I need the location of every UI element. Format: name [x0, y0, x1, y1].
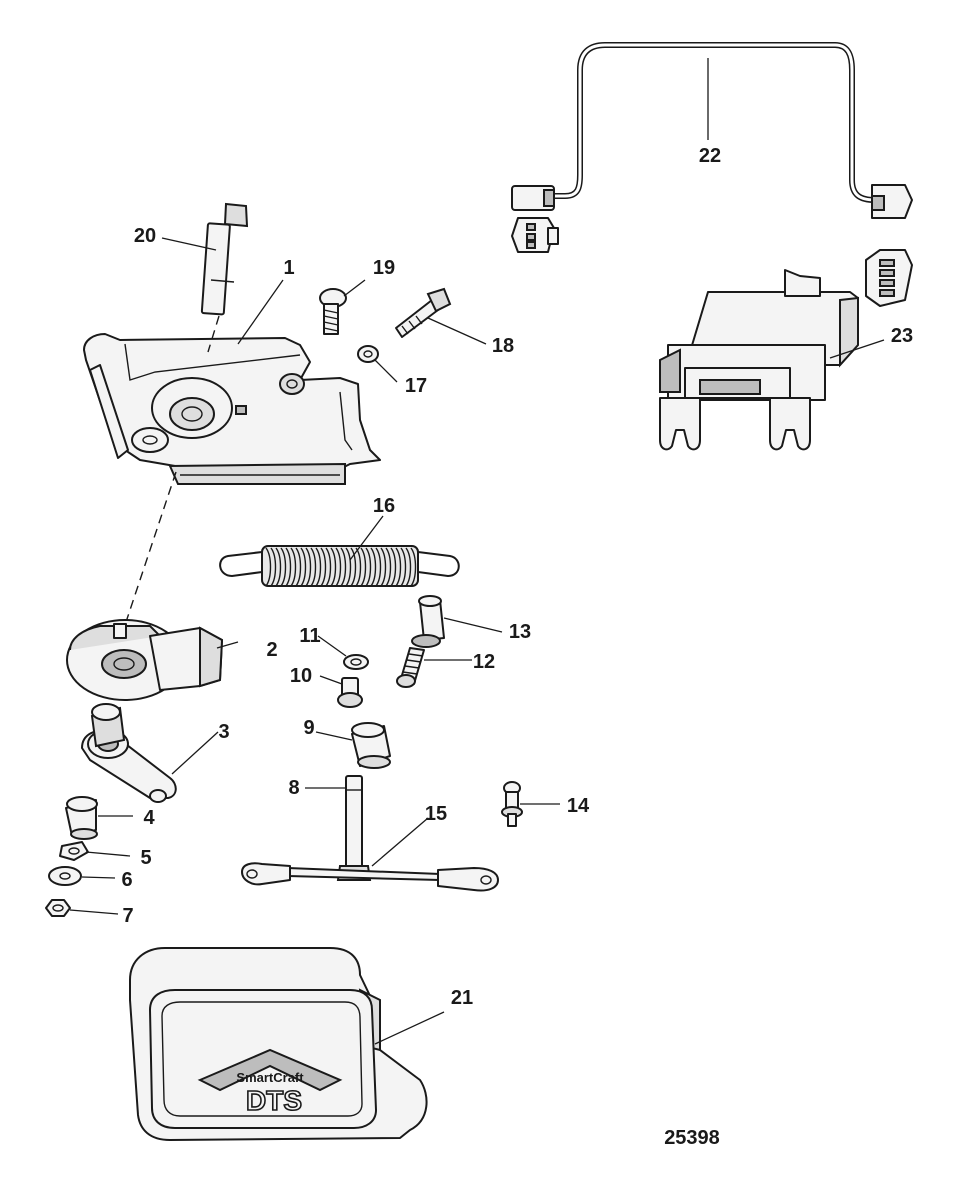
leader-lines — [69, 58, 885, 1045]
callout-17: 17 — [405, 375, 427, 397]
spring-coil — [400, 547, 407, 587]
logo-dts: DTS — [246, 1085, 302, 1116]
callout-22: 22 — [699, 145, 721, 167]
part-21-cover: SmartCraft DTS — [129, 947, 428, 1141]
spring-coil — [345, 547, 352, 587]
spring-coil — [285, 547, 292, 587]
part-10-bolt — [337, 677, 363, 708]
spring-coil — [385, 547, 392, 587]
spring-coil — [375, 547, 382, 587]
callout-11: 11 — [299, 625, 320, 647]
spring-coil — [380, 547, 387, 587]
part-3-lever-arm — [81, 703, 177, 803]
part-12-screw — [396, 647, 425, 688]
part-2-position-sensor — [66, 619, 224, 701]
part-9-bushing — [351, 722, 391, 769]
part-5-washer — [59, 841, 89, 861]
callout-4: 4 — [143, 807, 155, 829]
spring-coil — [305, 547, 312, 587]
callout-5: 5 — [140, 847, 151, 869]
callout-13: 13 — [509, 621, 531, 643]
callout-10: 10 — [290, 665, 312, 687]
part-7-nut — [45, 899, 71, 917]
part-13-bushing — [411, 595, 445, 648]
callout-16: 16 — [373, 495, 395, 517]
spring-coil — [320, 547, 327, 587]
callout-21: 21 — [451, 987, 473, 1009]
spring-coil — [280, 547, 287, 587]
spring-coil — [365, 547, 372, 587]
part-4-spacer — [65, 796, 98, 840]
spring-coil — [310, 547, 317, 587]
callout-14: 14 — [567, 795, 590, 817]
callout-15: 15 — [425, 803, 447, 825]
spring-coil — [325, 547, 332, 587]
callout-2: 2 — [266, 639, 277, 661]
callout-20: 20 — [134, 225, 156, 247]
part-11-washer — [343, 654, 369, 670]
part-22-wiring-harness — [511, 42, 913, 307]
figure-number: 25398 — [664, 1127, 720, 1149]
spring-coil — [335, 547, 342, 587]
spring-coil — [270, 547, 277, 587]
spring-coil — [340, 547, 347, 587]
callout-9: 9 — [303, 717, 314, 739]
spring-coil — [315, 547, 322, 587]
spring-coil — [390, 547, 397, 587]
spring-coil — [360, 547, 367, 587]
part-6-washer — [48, 866, 82, 886]
callout-1: 1 — [283, 257, 294, 279]
spring-coil — [330, 547, 337, 587]
callout-7: 7 — [122, 905, 133, 927]
callout-6: 6 — [121, 869, 132, 891]
spring-coil — [275, 547, 282, 587]
part-15-link-rod — [241, 862, 499, 892]
spring-coil — [265, 547, 272, 587]
spring-coil — [290, 547, 297, 587]
spring-coil — [370, 547, 377, 587]
part-23-control-module — [659, 269, 859, 451]
callout-3: 3 — [218, 721, 229, 743]
callout-18: 18 — [492, 335, 514, 357]
spring-coil — [405, 547, 412, 587]
part-19-screw — [319, 288, 347, 335]
callout-23: 23 — [891, 325, 913, 347]
spring-coil — [300, 547, 307, 587]
part-8-bolt — [336, 775, 372, 881]
spring-coil — [350, 547, 357, 587]
callout-labels: 1 2 3 4 5 6 7 8 9 10 11 12 13 14 15 16 1… — [121, 145, 913, 1009]
logo-smartcraft: SmartCraft — [236, 1070, 304, 1085]
part-14-ball-stud — [501, 781, 523, 827]
part-17-nut — [357, 345, 379, 363]
callout-12: 12 — [473, 651, 495, 673]
alignment-line — [125, 315, 220, 623]
spring-coil — [395, 547, 402, 587]
callout-8: 8 — [288, 777, 299, 799]
part-16-spring — [219, 545, 460, 587]
spring-coil — [295, 547, 302, 587]
part-18-bolt — [395, 287, 452, 338]
callout-19: 19 — [373, 257, 395, 279]
part-20-bolt — [200, 202, 249, 316]
spring-coil — [410, 547, 417, 587]
part-1-mounting-bracket — [83, 333, 381, 485]
